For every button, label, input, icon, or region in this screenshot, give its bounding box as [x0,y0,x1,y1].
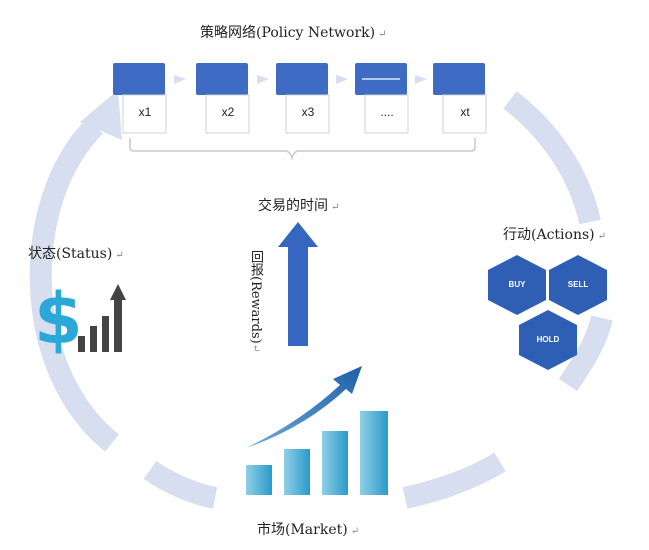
policy-block-card [364,94,409,134]
cycle-arc-right-upper [503,91,601,225]
status-bar [102,316,109,352]
market-bar [246,465,272,495]
status-icon: $ [34,278,126,360]
step-label-x1: x1 [138,105,152,119]
policy-network-title: 策略网络(Policy Network)↵ [200,25,387,41]
rewards-arrow-icon [278,222,318,346]
hex-buy [488,255,546,315]
step-label-x3: x3 [301,105,315,119]
step-label-x2: x2 [221,105,235,119]
policy-block [276,63,328,95]
connector-arrow-icon [336,75,348,84]
status-arrow-icon [110,284,126,300]
actions-title: 行动(Actions)↵ [503,227,606,243]
market-bar [360,411,388,495]
policy-block [113,63,165,95]
status-bar [114,298,122,352]
rewards-label: 回报(Rewards)↵ [248,250,263,353]
market-bar [284,449,310,495]
hold-label: HOLD [536,335,560,344]
block-connectors [174,75,427,84]
status-label: 状态(Status)↵ [28,246,124,262]
sell-label: SELL [567,280,589,289]
cycle-arc-right-lower [558,315,613,392]
market-icon [246,366,388,495]
step-label-ellipsis: .... [380,105,394,119]
policy-block-card [442,94,487,134]
connector-arrow-icon [257,75,269,84]
step-label-xt: xt [460,105,470,119]
buy-label: BUY [508,280,526,289]
hex-hold [519,310,577,370]
connector-arrow-icon [174,75,186,84]
dollar-icon: $ [34,278,83,360]
action-hexes [488,255,607,370]
trading-time-label: 交易的时间↵ [258,198,340,214]
policy-block [433,63,485,95]
policy-blocks [113,63,487,134]
cycle-arc-bottom-left [143,460,218,509]
cycle-arc-left [29,118,120,452]
policy-block [196,63,248,95]
connector-arrow-icon [415,75,427,84]
policy-brace [129,138,476,161]
policy-block-card [285,94,330,134]
cycle-arc-bottom-right [402,452,506,509]
market-growth-arrow-icon [246,366,362,448]
market-label: 市场(Market)↵ [257,522,360,538]
cycle-ring [29,91,613,509]
cycle-arrowhead-icon [80,90,122,140]
market-bar [322,431,348,495]
status-bar [78,336,85,352]
status-bar [90,326,97,352]
hex-sell [549,255,607,315]
policy-block-card [205,94,250,134]
policy-block-card [122,94,167,134]
